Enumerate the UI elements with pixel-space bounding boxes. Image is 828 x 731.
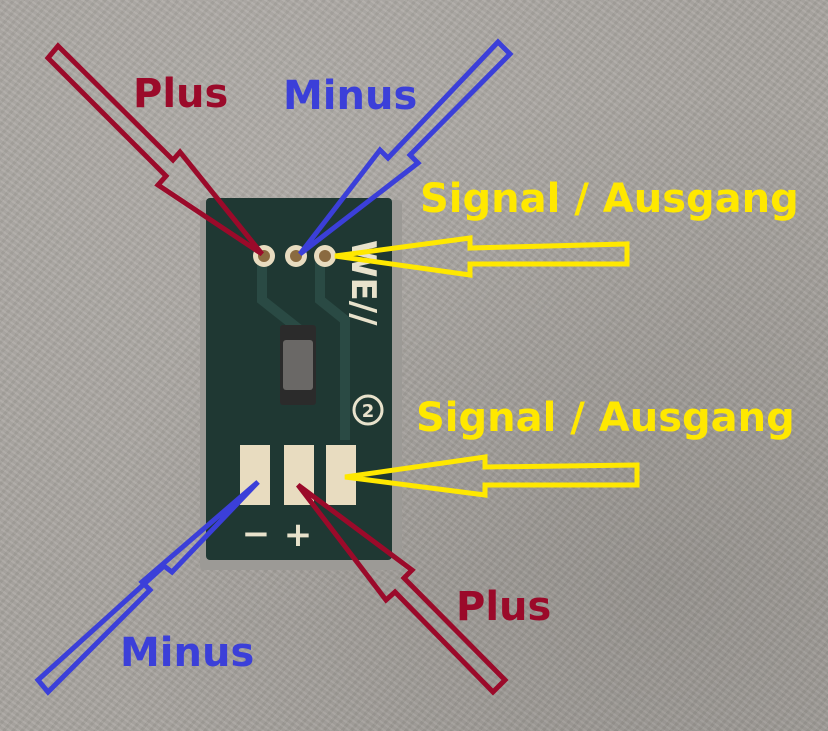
pad-plus-marking: +	[284, 515, 313, 555]
label-bottom-plus: Plus	[456, 584, 551, 630]
arrow-bottom-plus	[296, 482, 509, 696]
circled-number	[352, 394, 384, 426]
arrow-signal-top	[334, 235, 630, 278]
trace	[315, 262, 350, 440]
arrow-top-plus	[44, 42, 264, 257]
label-top-minus: Minus	[283, 73, 417, 119]
label-signal-top: Signal / Ausgang	[420, 176, 799, 222]
arrow-top-minus	[298, 38, 514, 256]
hole	[319, 250, 331, 262]
circled-number-text: 2	[362, 401, 375, 422]
label-top-plus: Plus	[133, 71, 228, 117]
pad-minus-marking: −	[242, 514, 271, 554]
smd-component	[283, 340, 313, 390]
label-signal-bottom: Signal / Ausgang	[416, 395, 795, 441]
pcb-board: WE// 2 − +	[200, 198, 402, 570]
label-bottom-minus: Minus	[120, 630, 254, 676]
arrow-signal-bottom	[344, 454, 640, 498]
arrow-bottom-minus	[34, 480, 260, 696]
